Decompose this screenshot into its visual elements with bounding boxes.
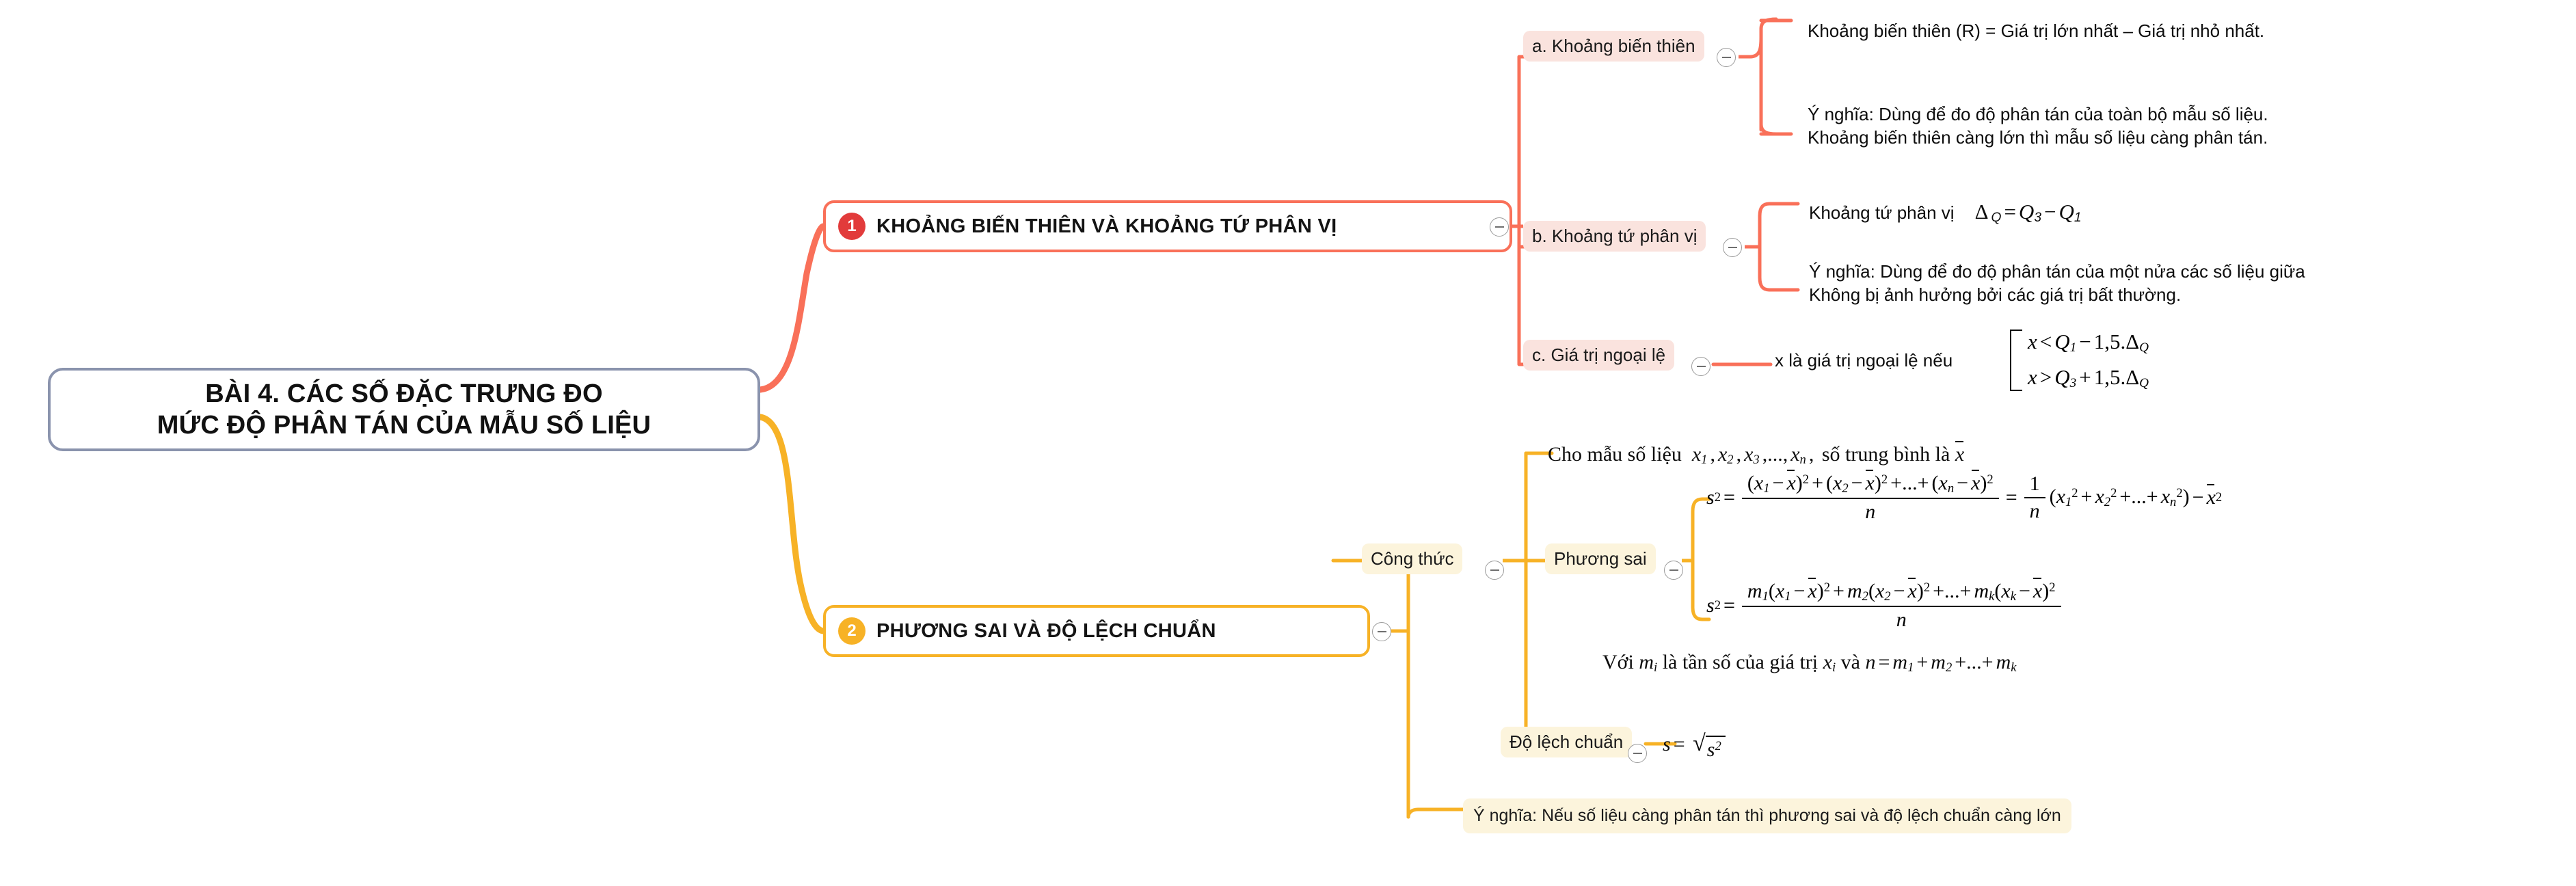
leaf-sample-prefix: Cho mẫu số liệu	[1548, 443, 1682, 466]
collapse-toggle-khoang-tu-phan-vi[interactable]	[1723, 238, 1742, 257]
leaf-variance-meaning-label: Ý nghĩa: Nếu số liệu càng phân tán thì p…	[1473, 806, 2061, 825]
collapse-toggle-topic-1[interactable]	[1490, 217, 1509, 237]
outlier-case-2: x>Q3+1,5.ΔQ	[2028, 365, 2149, 391]
subtopic-do-lech-chuan-label: Độ lệch chuẩn	[1510, 731, 1624, 752]
leaf-iqr-meaning-line1: Ý nghĩa: Dùng để đo độ phân tán của một …	[1809, 261, 2305, 282]
subtopic-khoang-tu-phan-vi[interactable]: b. Khoảng tứ phân vị	[1523, 221, 1706, 252]
topic-2-label: PHƯƠNG SAI VÀ ĐỘ LỆCH CHUẨN	[876, 619, 1216, 642]
root-node[interactable]: BÀI 4. CÁC SỐ ĐẶC TRƯNG ĐO MỨC ĐỘ PHÂN T…	[48, 368, 760, 451]
subtopic-phuong-sai[interactable]: Phương sai	[1545, 543, 1656, 574]
subtopic-khoang-bien-thien-label: a. Khoảng biến thiên	[1532, 36, 1695, 56]
leaf-outlier-lead: x là giá trị ngoại lệ nếu	[1775, 350, 1953, 371]
leaf-iqr-definition-text: Khoảng tứ phân vị	[1809, 202, 1955, 223]
collapse-toggle-phuong-sai[interactable]	[1664, 561, 1683, 580]
topic-2-number-badge: 2	[838, 617, 866, 645]
subtopic-gia-tri-ngoai-le[interactable]: c. Giá trị ngoại lệ	[1523, 340, 1675, 371]
leaf-variance-meaning[interactable]: Ý nghĩa: Nếu số liệu càng phân tán thì p…	[1463, 798, 2071, 833]
piecewise-bracket-icon	[2010, 330, 2022, 392]
leaf-range-meaning-line1: Ý nghĩa: Dùng để đo độ phân tán của toàn…	[1808, 104, 2268, 124]
leaf-range-meaning: Ý nghĩa: Dùng để đo độ phân tán của toàn…	[1808, 103, 2268, 150]
collapse-toggle-khoang-bien-thien[interactable]	[1717, 48, 1736, 67]
subtopic-cong-thuc[interactable]: Công thức	[1362, 543, 1463, 574]
collapse-toggle-topic-2[interactable]	[1372, 622, 1391, 641]
root-title: BÀI 4. CÁC SỐ ĐẶC TRƯNG ĐO MỨC ĐỘ PHÂN T…	[157, 378, 651, 442]
leaf-std-formula: s= √s2	[1663, 732, 1726, 762]
leaf-range-definition: Khoảng biến thiên (R) = Giá trị lớn nhất…	[1808, 21, 2265, 41]
subtopic-gia-tri-ngoai-le-label: c. Giá trị ngoại lệ	[1532, 345, 1666, 365]
collapse-toggle-do-lech-chuan[interactable]	[1628, 744, 1647, 763]
topic-1-label: KHOẢNG BIẾN THIÊN VÀ KHOẢNG TỨ PHÂN VỊ	[876, 215, 1337, 237]
subtopic-do-lech-chuan[interactable]: Độ lệch chuẩn	[1501, 727, 1633, 757]
leaf-iqr-meaning-line2: Không bị ảnh hưởng bởi các giá trị bất t…	[1809, 284, 2182, 306]
leaf-frequency-note: Với mi là tần số của giá trị xi và n=m1+…	[1602, 651, 2017, 675]
root-title-line1: BÀI 4. CÁC SỐ ĐẶC TRƯNG ĐO	[205, 379, 603, 408]
subtopic-khoang-tu-phan-vi-label: b. Khoảng tứ phân vị	[1532, 226, 1698, 246]
collapse-toggle-gia-tri-ngoai-le[interactable]	[1691, 357, 1710, 376]
topic-1-number-badge: 1	[838, 213, 866, 240]
subtopic-khoang-bien-thien[interactable]: a. Khoảng biến thiên	[1523, 31, 1704, 62]
leaf-range-meaning-line2: Khoảng biến thiên càng lớn thì mẫu số li…	[1808, 127, 2268, 148]
topic-node-2[interactable]: 2 PHƯƠNG SAI VÀ ĐỘ LỆCH CHUẨN	[823, 605, 1370, 657]
collapse-toggle-cong-thuc[interactable]	[1485, 561, 1504, 580]
leaf-sample-statement: Cho mẫu số liệu x1,x2,x3,...,xn, số trun…	[1548, 441, 1965, 468]
leaf-iqr-meaning: Ý nghĩa: Dùng để đo độ phân tán của một …	[1809, 260, 2305, 307]
leaf-outlier-cases: x<Q1−1,5.ΔQ x>Q3+1,5.ΔQ	[2010, 330, 2149, 392]
subtopic-phuong-sai-label: Phương sai	[1554, 548, 1647, 569]
subtopic-cong-thuc-label: Công thức	[1371, 548, 1454, 569]
topic-node-1[interactable]: 1 KHOẢNG BIẾN THIÊN VÀ KHOẢNG TỨ PHÂN VỊ	[823, 200, 1512, 252]
outlier-case-1: x<Q1−1,5.ΔQ	[2028, 330, 2149, 355]
root-title-line2: MỨC ĐỘ PHÂN TÁN CỦA MẪU SỐ LIỆU	[157, 411, 652, 440]
